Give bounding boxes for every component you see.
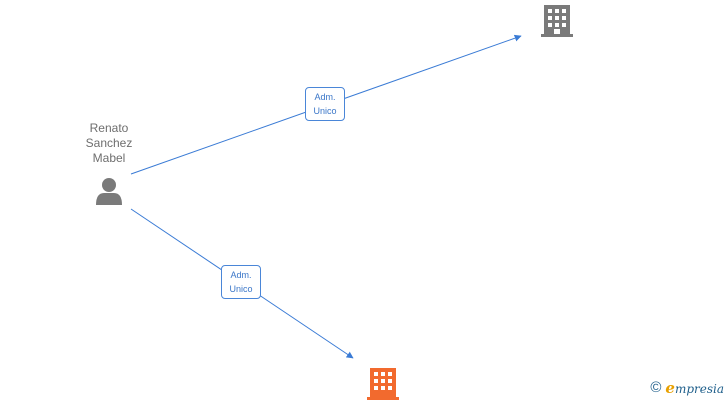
person-icon[interactable]	[96, 178, 122, 205]
edge-label-bottom: Adm. Unico	[221, 265, 261, 299]
edge-label-line: Adm.	[230, 270, 252, 280]
brand-initial: e	[665, 378, 675, 397]
building-icon[interactable]	[367, 368, 399, 400]
brand-name: mpresia	[674, 381, 724, 396]
person-name-line: Renato	[89, 121, 129, 135]
copyright-icon: ©	[650, 379, 662, 396]
edge-label-line: Unico	[313, 106, 337, 116]
brand-logo: empresia	[665, 379, 724, 398]
watermark: © empresia	[650, 379, 724, 397]
person-name-line: Sanchez	[85, 136, 133, 150]
edge-label-line: Unico	[229, 284, 253, 294]
person-name-line: Mabel	[92, 151, 126, 165]
building-icon[interactable]	[541, 5, 573, 37]
edge-label-line: Adm.	[314, 92, 336, 102]
edge-label-top: Adm. Unico	[305, 87, 345, 121]
person-name-label[interactable]: Renato Sanchez Mabel	[64, 121, 154, 166]
